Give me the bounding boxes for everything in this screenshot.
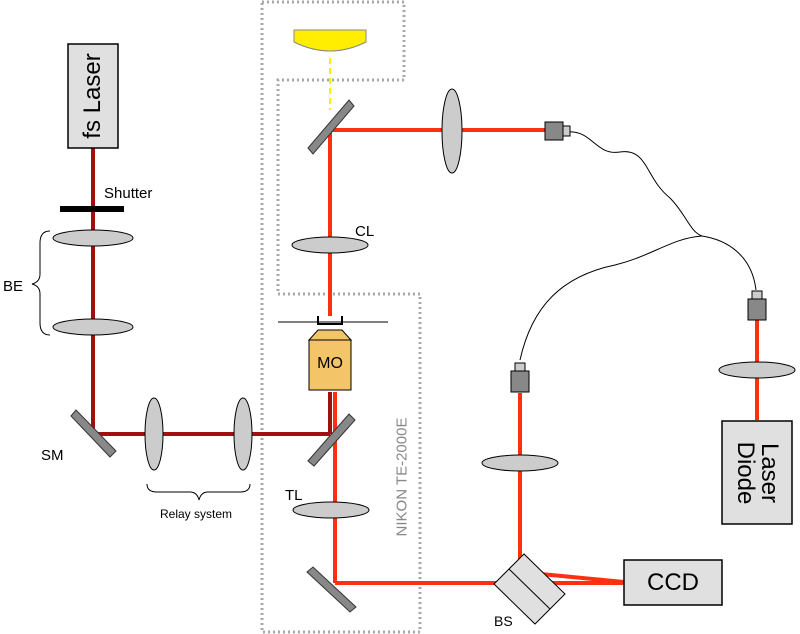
- laser-diode-line2: Diode: [732, 441, 759, 505]
- microscope-frame: [260, 0, 422, 634]
- mo-label: MO: [317, 355, 343, 372]
- mirrors: [70, 99, 357, 613]
- be-lens-2: [52, 318, 134, 336]
- dichroic-mirror: [307, 413, 356, 467]
- tl-lens: [292, 501, 370, 519]
- shutter-label: Shutter: [104, 185, 153, 202]
- fs-laser-beam: [91, 148, 332, 436]
- fiber-coupler-top: [544, 121, 564, 141]
- microscope-objective: [308, 339, 352, 391]
- beam-splitter: [493, 553, 566, 625]
- relay-lens-2: [233, 397, 253, 471]
- be-label: BE: [3, 278, 24, 295]
- fiber-cables: [519, 131, 757, 361]
- lenses: [52, 88, 796, 519]
- microscope-label: NIKON TE-2000E: [393, 417, 411, 537]
- relay-lens-1: [144, 397, 164, 471]
- be-lens-1: [52, 229, 134, 247]
- mirror-top: [307, 99, 355, 155]
- sample: [293, 29, 367, 52]
- sm-label: SM: [41, 447, 64, 464]
- fiber-coupler-diode: [747, 298, 767, 321]
- ccd-label: CCD: [647, 569, 699, 596]
- laser-diode-label: Laser Diode: [732, 441, 783, 505]
- fiber-coupler-bs: [510, 370, 530, 393]
- tl-label: TL: [285, 487, 303, 504]
- microscope-objective-top: [307, 329, 353, 341]
- fiber-couplers: [510, 121, 767, 393]
- ccd: [623, 559, 723, 606]
- fs-laser: [67, 43, 119, 149]
- laser-diode: [721, 420, 793, 525]
- bs-lens: [481, 454, 559, 472]
- diode-lens: [718, 361, 796, 379]
- steering-mirror: [70, 409, 117, 458]
- be-brace: [31, 230, 51, 336]
- laser-diode-line1: Laser: [756, 442, 783, 504]
- relay-system-label: Relay system: [160, 507, 233, 521]
- mirror-bottom: [306, 566, 357, 613]
- bs-label: BS: [494, 613, 513, 629]
- sample-holder: [317, 316, 343, 325]
- cl-label: CL: [355, 223, 375, 240]
- fs-laser-label: fs Laser: [79, 53, 106, 139]
- cl-lens: [291, 236, 369, 254]
- fiber-lens-1: [441, 88, 463, 174]
